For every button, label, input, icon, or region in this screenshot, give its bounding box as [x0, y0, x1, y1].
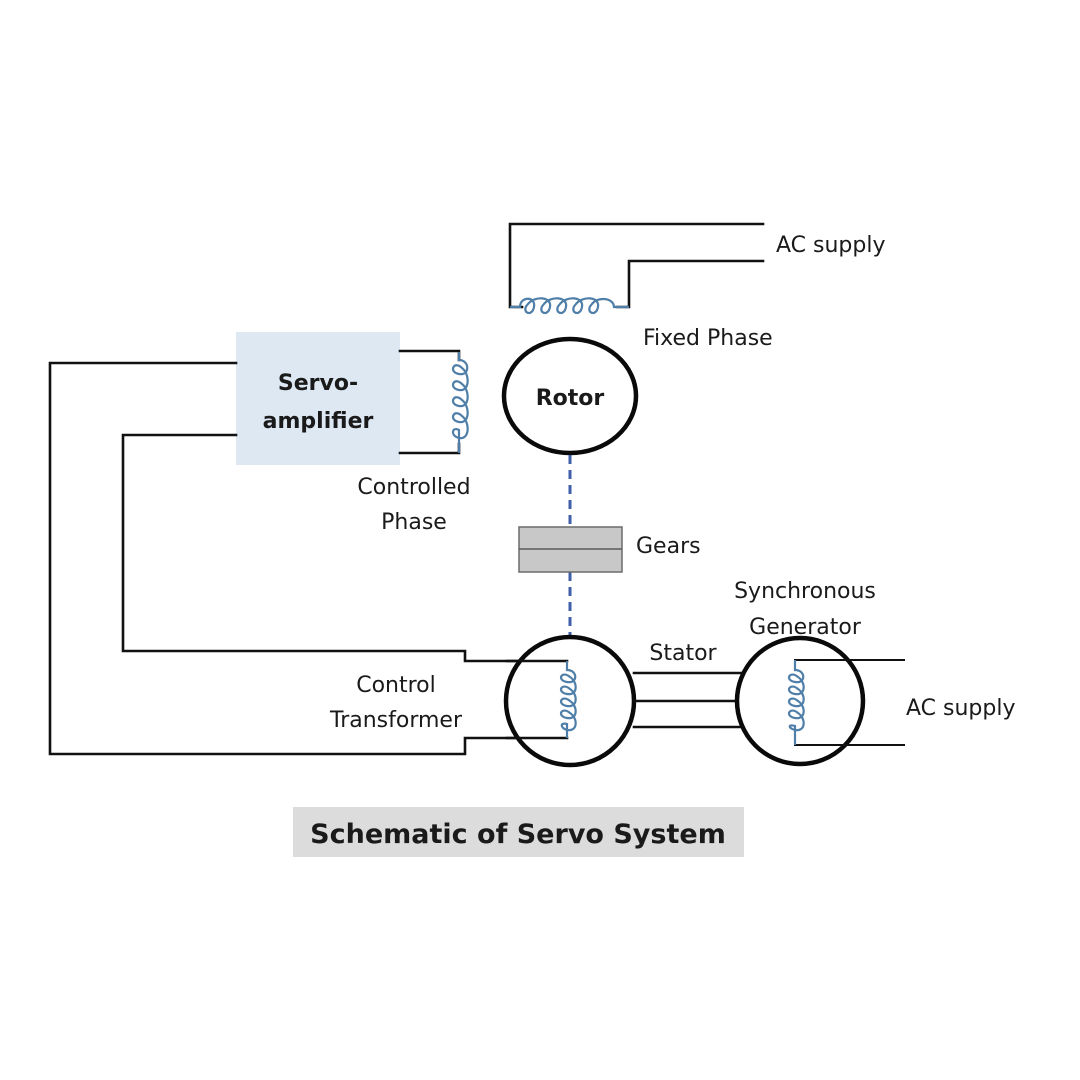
synchronous-generator-label-line2: Generator — [749, 615, 862, 640]
fixed-phase-coil-icon — [510, 297, 629, 315]
fixed-phase-wiring — [508, 222, 765, 315]
gears-block — [518, 526, 623, 573]
ac-supply-right-label: AC supply — [906, 696, 1015, 721]
controlled-phase-coil-icon — [451, 352, 469, 453]
control-transformer-label-line2: Transformer — [329, 708, 463, 733]
rotor-circle — [501, 336, 639, 456]
fixed-phase-label: Fixed Phase — [643, 326, 773, 351]
synchronous-generator-circle — [734, 635, 866, 767]
servo-amplifier-label-line2: amplifier — [263, 409, 374, 434]
controlled-phase-wire-top — [398, 349, 461, 362]
controlled-phase-label-line2: Phase — [381, 510, 447, 535]
ac-supply-top-label: AC supply — [776, 233, 885, 258]
servo-amplifier-label-line1: Servo- — [278, 371, 358, 396]
controlled-phase-wire-bottom — [398, 442, 461, 455]
stator-lines — [632, 671, 745, 729]
stator-label: Stator — [649, 641, 717, 666]
synchronous-generator-coil-icon — [787, 660, 805, 745]
synchronous-generator-label-line1: Synchronous — [734, 579, 876, 604]
control-transformer-coil-icon — [559, 661, 577, 738]
ac-supply-top-wire-1 — [508, 222, 765, 309]
feedback-wire-inner — [121, 433, 569, 663]
feedback-wire-outer — [48, 361, 569, 756]
title-background — [293, 807, 744, 857]
ac-supply-top-wire-2 — [615, 259, 765, 309]
rotor-label: Rotor — [536, 386, 605, 411]
diagram-title: Schematic of Servo System — [310, 819, 726, 850]
gears-label: Gears — [636, 534, 701, 559]
control-transformer-label-line1: Control — [356, 673, 436, 698]
controlled-phase-label-line1: Controlled — [357, 475, 470, 500]
servo-amplifier-box — [236, 332, 400, 465]
